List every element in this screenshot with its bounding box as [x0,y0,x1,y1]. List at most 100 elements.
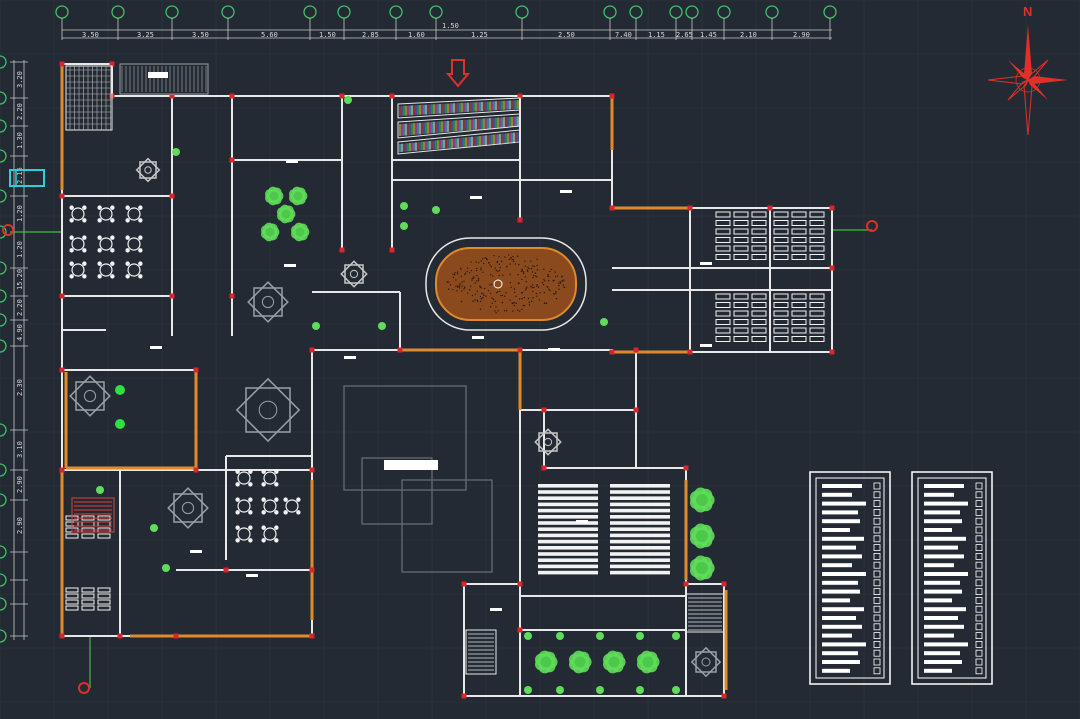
legend-row [924,484,964,488]
seat-row [538,503,598,507]
column-icon [60,368,65,373]
seat-row [610,490,670,494]
plant-icon [400,222,408,230]
seat-row [538,546,598,550]
column-icon [310,468,315,473]
seat-row [610,496,670,500]
column-icon [610,94,615,99]
plant-icon [344,96,352,104]
plant-icon [150,524,158,532]
column-icon [310,568,315,573]
top-dim-extra: 1.50 [442,22,459,30]
legend-row [924,537,966,541]
left-dimension-label: 2.30 [16,379,24,396]
plant-icon [672,632,680,640]
column-icon [230,294,235,299]
plant-icon [172,148,180,156]
top-dimension-label: 3.50 [192,31,209,39]
column-icon [170,194,175,199]
column-icon [722,582,727,587]
top-dimension-label: 2.85 [362,31,379,39]
plant-icon [636,686,644,694]
seat-row [610,527,670,531]
legend-row [822,554,862,558]
column-icon [310,348,315,353]
plant-icon [524,632,532,640]
seat-row [610,503,670,507]
top-dimension-label: 1.45 [700,31,717,39]
left-dimension-label: 3.10 [16,441,24,458]
legend-row [924,607,966,611]
legend-row [822,598,850,602]
plant-icon [312,322,320,330]
column-icon [390,94,395,99]
plant-icon [115,385,125,395]
column-icon [518,628,523,633]
column-icon [60,62,65,67]
column-icon [390,248,395,253]
legend-row [924,572,968,576]
seat-row [538,565,598,569]
seat-row [610,552,670,556]
legend-row [822,607,864,611]
seat-row [610,484,670,488]
top-dimension-label: 3.25 [137,31,154,39]
legend-row [822,660,860,664]
seat-row [610,546,670,550]
seat-row [610,540,670,544]
column-icon [224,568,229,573]
legend-row [924,660,962,664]
top-dimension-label: 5.60 [261,31,278,39]
column-icon [310,634,315,639]
legend-row [822,581,858,585]
left-dimension-label: 1.20 [16,241,24,258]
room-label-plate [490,608,502,611]
plaza-label-block [384,460,438,470]
seat-row [610,521,670,525]
top-dimension-label: 1.15 [648,31,665,39]
column-icon [684,582,689,587]
legend-row [924,510,960,514]
left-dimension-label: 15.20 [16,269,24,290]
column-icon [518,348,523,353]
legend-row [822,484,862,488]
column-icon [830,206,835,211]
legend-row [924,546,958,550]
legend-row [924,651,960,655]
top-dimension-label: 3.50 [82,31,99,39]
column-icon [398,348,403,353]
legend-row [822,546,856,550]
column-icon [542,466,547,471]
column-icon [60,468,65,473]
seat-row [538,490,598,494]
column-icon [610,206,615,211]
column-icon [610,350,615,355]
legend-row [924,590,962,594]
legend-row [822,528,850,532]
legend-row [822,616,856,620]
room-label-plate [286,160,298,163]
left-dimension-label: 2.90 [16,476,24,493]
plant-icon [556,686,564,694]
column-icon [722,694,727,699]
seat-row [538,515,598,519]
column-icon [634,408,639,413]
room-label-plate [470,196,482,199]
left-dimension-label: 1.20 [16,205,24,222]
legend-row [924,502,968,506]
seat-row [538,534,598,538]
top-dimension-label: 7.40 [615,31,632,39]
room-label-plate [190,550,202,553]
plant-icon [556,632,564,640]
column-icon [688,206,693,211]
column-icon [340,94,345,99]
seat-row [538,527,598,531]
legend-row [822,642,866,646]
plant-icon [596,686,604,694]
room-label-plate [284,264,296,267]
seat-row [610,509,670,513]
seat-row [538,540,598,544]
seat-row [610,534,670,538]
column-icon [230,94,235,99]
column-icon [462,694,467,699]
